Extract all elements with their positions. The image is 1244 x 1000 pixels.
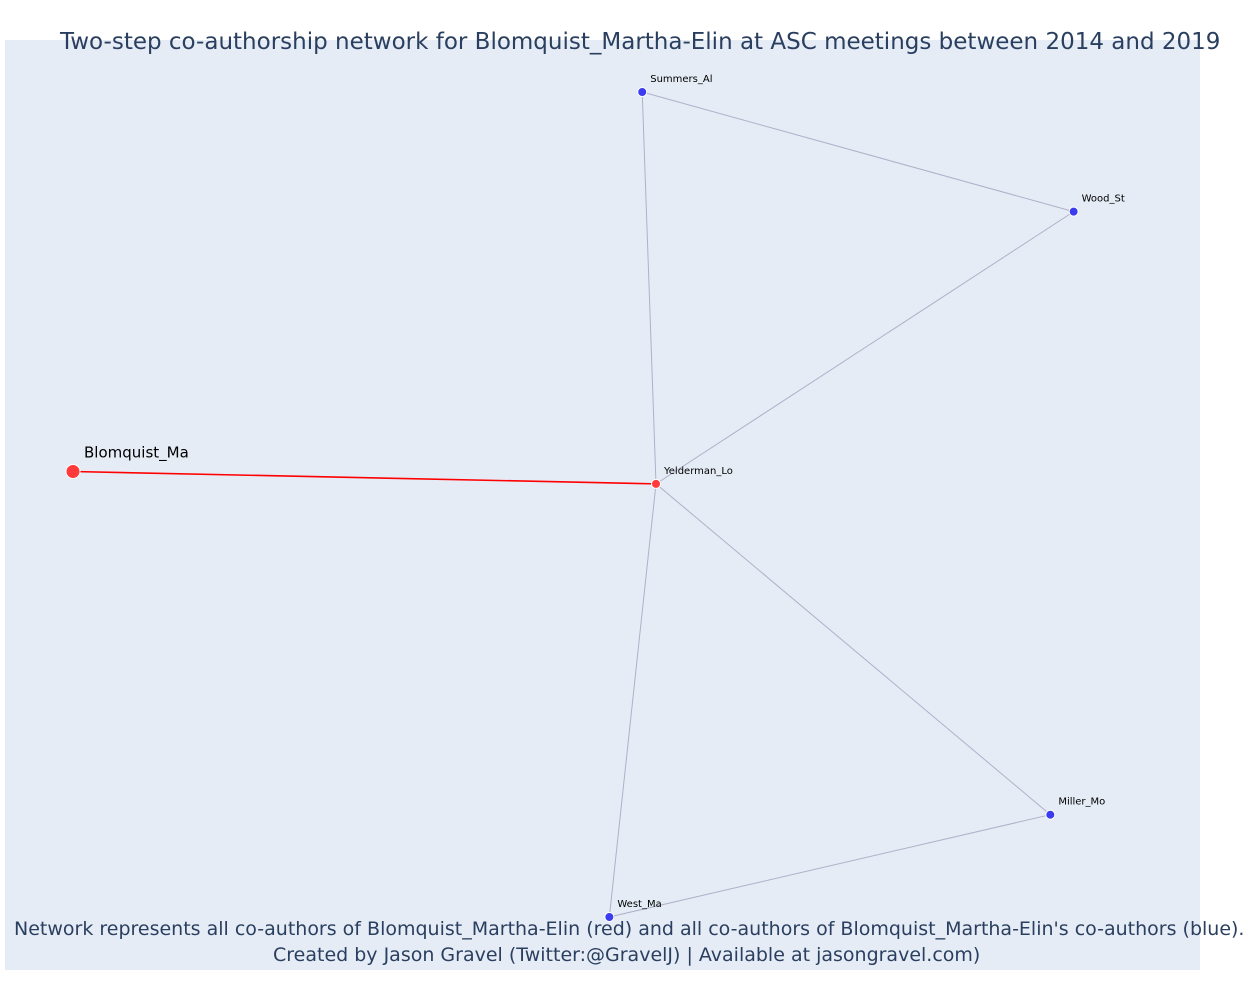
node-label-wood-st: Wood_St: [1082, 194, 1125, 205]
node-west-ma[interactable]: [604, 912, 615, 922]
edge-yelderman-lo-west-ma: [608, 483, 657, 918]
chart-title: Two-step co-authorship network for Blomq…: [60, 29, 1221, 55]
node-yelderman-lo[interactable]: [651, 478, 661, 489]
plot-area: [5, 40, 1200, 970]
node-label-blomquist-ma: Blomquist_Ma: [84, 444, 189, 463]
edge-blomquist-ma-yelderman-lo: [72, 470, 657, 485]
edge-yelderman-lo-summers-al: [641, 91, 657, 484]
node-blomquist-ma[interactable]: [65, 464, 81, 479]
node-label-miller-mo: Miller_Mo: [1058, 797, 1105, 808]
edge-summers-al-wood-st: [642, 91, 1074, 213]
edge-yelderman-lo-wood-st: [655, 211, 1074, 485]
edges-layer: [72, 91, 1074, 918]
edge-yelderman-lo-miller-mo: [655, 483, 1051, 816]
node-summers-al[interactable]: [637, 87, 648, 97]
edge-miller-mo-west-ma: [609, 814, 1051, 918]
node-label-yelderman-lo: Yelderman_Lo: [663, 466, 733, 477]
node-wood-st[interactable]: [1068, 206, 1079, 217]
node-label-summers-al: Summers_Al: [650, 74, 712, 85]
node-label-west-ma: West_Ma: [617, 899, 661, 910]
nodes-layer: [65, 87, 1079, 922]
node-miller-mo[interactable]: [1045, 809, 1056, 820]
chart-caption-line-2: Created by Jason Gravel (Twitter:@Gravel…: [273, 944, 981, 966]
chart-caption-line-1: Network represents all co-authors of Blo…: [14, 918, 1244, 940]
